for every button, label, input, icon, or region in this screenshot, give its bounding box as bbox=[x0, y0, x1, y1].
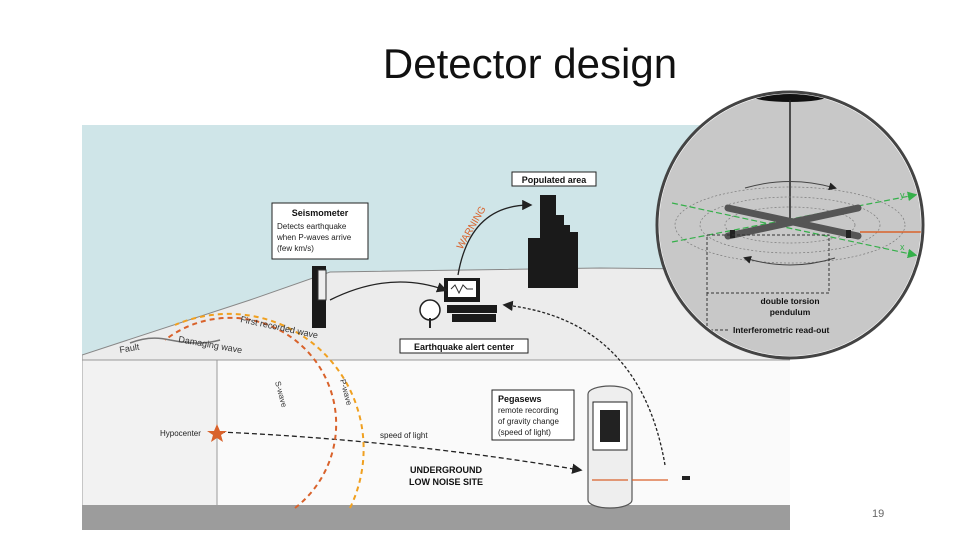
seismometer-box bbox=[271, 202, 369, 260]
city-buildings bbox=[528, 195, 578, 288]
y-axis-line bbox=[671, 191, 918, 243]
s-wave-arc bbox=[164, 316, 338, 509]
x-axis-label: x bbox=[900, 242, 905, 252]
speed-of-light-label: speed of light bbox=[380, 431, 428, 440]
seismometer-line-3: (few km/s) bbox=[277, 244, 314, 253]
y-axis-label: y bbox=[900, 190, 905, 200]
underground-label-2: LOW NOISE SITE bbox=[409, 477, 483, 487]
seismometer-instrument bbox=[312, 266, 327, 328]
pegasews-line-2: of gravity change bbox=[498, 417, 559, 426]
alert-center-station bbox=[419, 278, 497, 328]
seismometer-line-2: when P-waves arrive bbox=[276, 233, 352, 242]
slide-title: Detector design bbox=[382, 40, 678, 87]
underground-label-1: UNDERGROUND bbox=[410, 465, 483, 475]
pegasews-box bbox=[491, 389, 575, 441]
hypocenter-star bbox=[207, 424, 227, 442]
pendulum-label-1: double torsion bbox=[760, 296, 819, 306]
underground-detector bbox=[587, 385, 690, 509]
populated-area-label: Populated area bbox=[522, 175, 588, 185]
bedrock bbox=[82, 505, 790, 530]
rotation-arrow-top bbox=[744, 181, 837, 191]
pendulum-inset: double torsion pendulum Interferometric … bbox=[655, 90, 925, 360]
x-axis-line bbox=[671, 202, 918, 259]
seismometer-title: Seismometer bbox=[292, 208, 349, 218]
pegasews-title: Pegasews bbox=[498, 394, 542, 404]
page-number: 19 bbox=[872, 508, 885, 520]
fault-line bbox=[129, 337, 221, 344]
pegasews-to-center-arrow bbox=[502, 300, 666, 466]
fault-block bbox=[82, 359, 218, 509]
pendulum-bar-2 bbox=[724, 204, 862, 240]
center-to-city-arrow bbox=[457, 199, 533, 276]
hypocenter-label: Hypocenter bbox=[160, 429, 201, 438]
seismometer-to-center-arrow bbox=[329, 281, 448, 301]
speed-of-light-arrow bbox=[219, 431, 583, 474]
fault-label: Fault bbox=[119, 342, 141, 355]
alert-center-box bbox=[399, 338, 529, 354]
pegasews-line-1: remote recording bbox=[498, 406, 558, 415]
alert-center-label: Earthquake alert center bbox=[414, 342, 515, 352]
field-lines bbox=[674, 186, 906, 264]
suspension-mount bbox=[752, 94, 828, 102]
pendulum-label-2: pendulum bbox=[770, 307, 811, 317]
pegasews-line-3: (speed of light) bbox=[498, 428, 551, 437]
seismometer-line-1: Detects earthquake bbox=[277, 222, 347, 231]
p-wave-arc bbox=[174, 312, 365, 509]
readout-label: Interferometric read-out bbox=[733, 325, 830, 335]
populated-area-box bbox=[511, 171, 597, 187]
rotation-arrow-bottom bbox=[743, 255, 836, 266]
